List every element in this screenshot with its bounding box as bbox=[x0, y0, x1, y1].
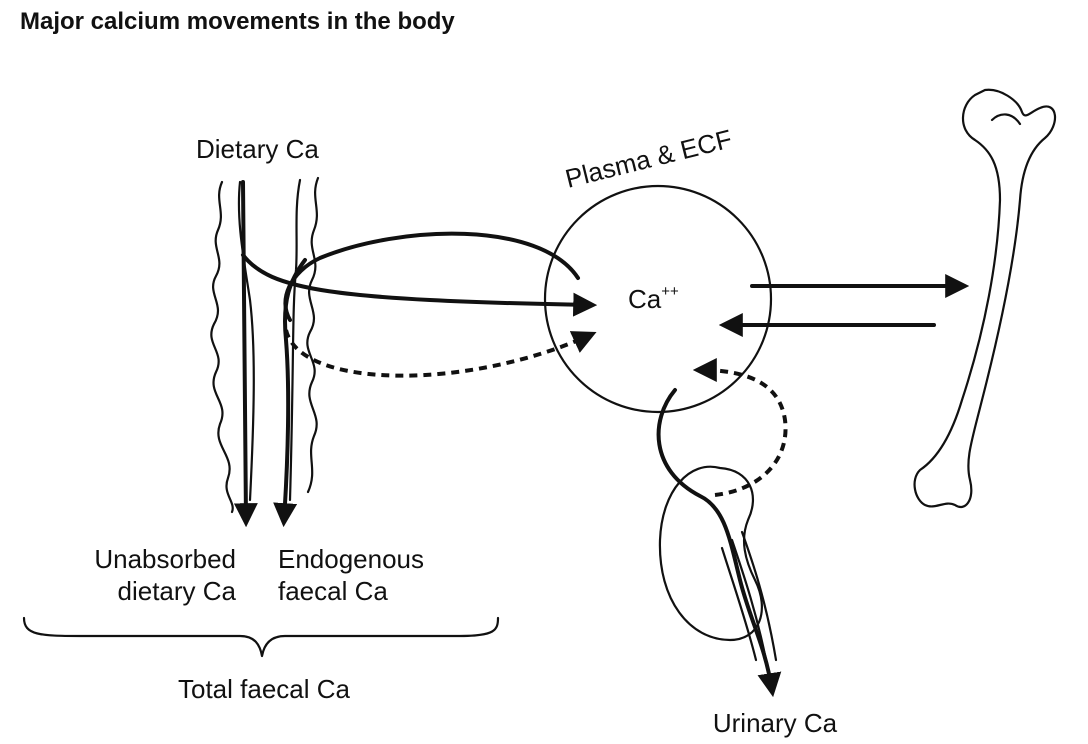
endogenous-label-line1: Endogenous bbox=[278, 544, 424, 574]
ca-ion-charge: ++ bbox=[661, 283, 679, 300]
filtration-arrow bbox=[656, 388, 782, 698]
diagram-title: Major calcium movements in the body bbox=[20, 8, 455, 35]
urinary-ca-label: Urinary Ca bbox=[713, 708, 838, 738]
unabsorbed-flow-arrow bbox=[233, 180, 258, 528]
femur-bone-icon bbox=[913, 88, 1057, 508]
intestine-icon bbox=[210, 176, 320, 514]
secretion-arc bbox=[283, 231, 580, 322]
plasma-ecf-label: Plasma & ECF bbox=[562, 123, 735, 193]
absorption-arrow bbox=[241, 253, 598, 317]
total-faecal-ca-label: Total faecal Ca bbox=[178, 674, 351, 704]
unabsorbed-label-line2: dietary Ca bbox=[118, 576, 237, 606]
dashed-reabsorption-arrow bbox=[284, 329, 597, 378]
dietary-ca-label: Dietary Ca bbox=[196, 134, 319, 164]
faecal-bracket bbox=[22, 616, 500, 658]
dashed-renal-reabsorption-arrow bbox=[692, 358, 788, 497]
ca-ion-label: Ca++ bbox=[628, 283, 679, 314]
endogenous-label-line2: faecal Ca bbox=[278, 576, 388, 606]
unabsorbed-label-line1: Unabsorbed bbox=[94, 544, 236, 574]
ca-ion-base: Ca bbox=[628, 284, 662, 314]
plasma-ecf-circle bbox=[543, 184, 773, 414]
